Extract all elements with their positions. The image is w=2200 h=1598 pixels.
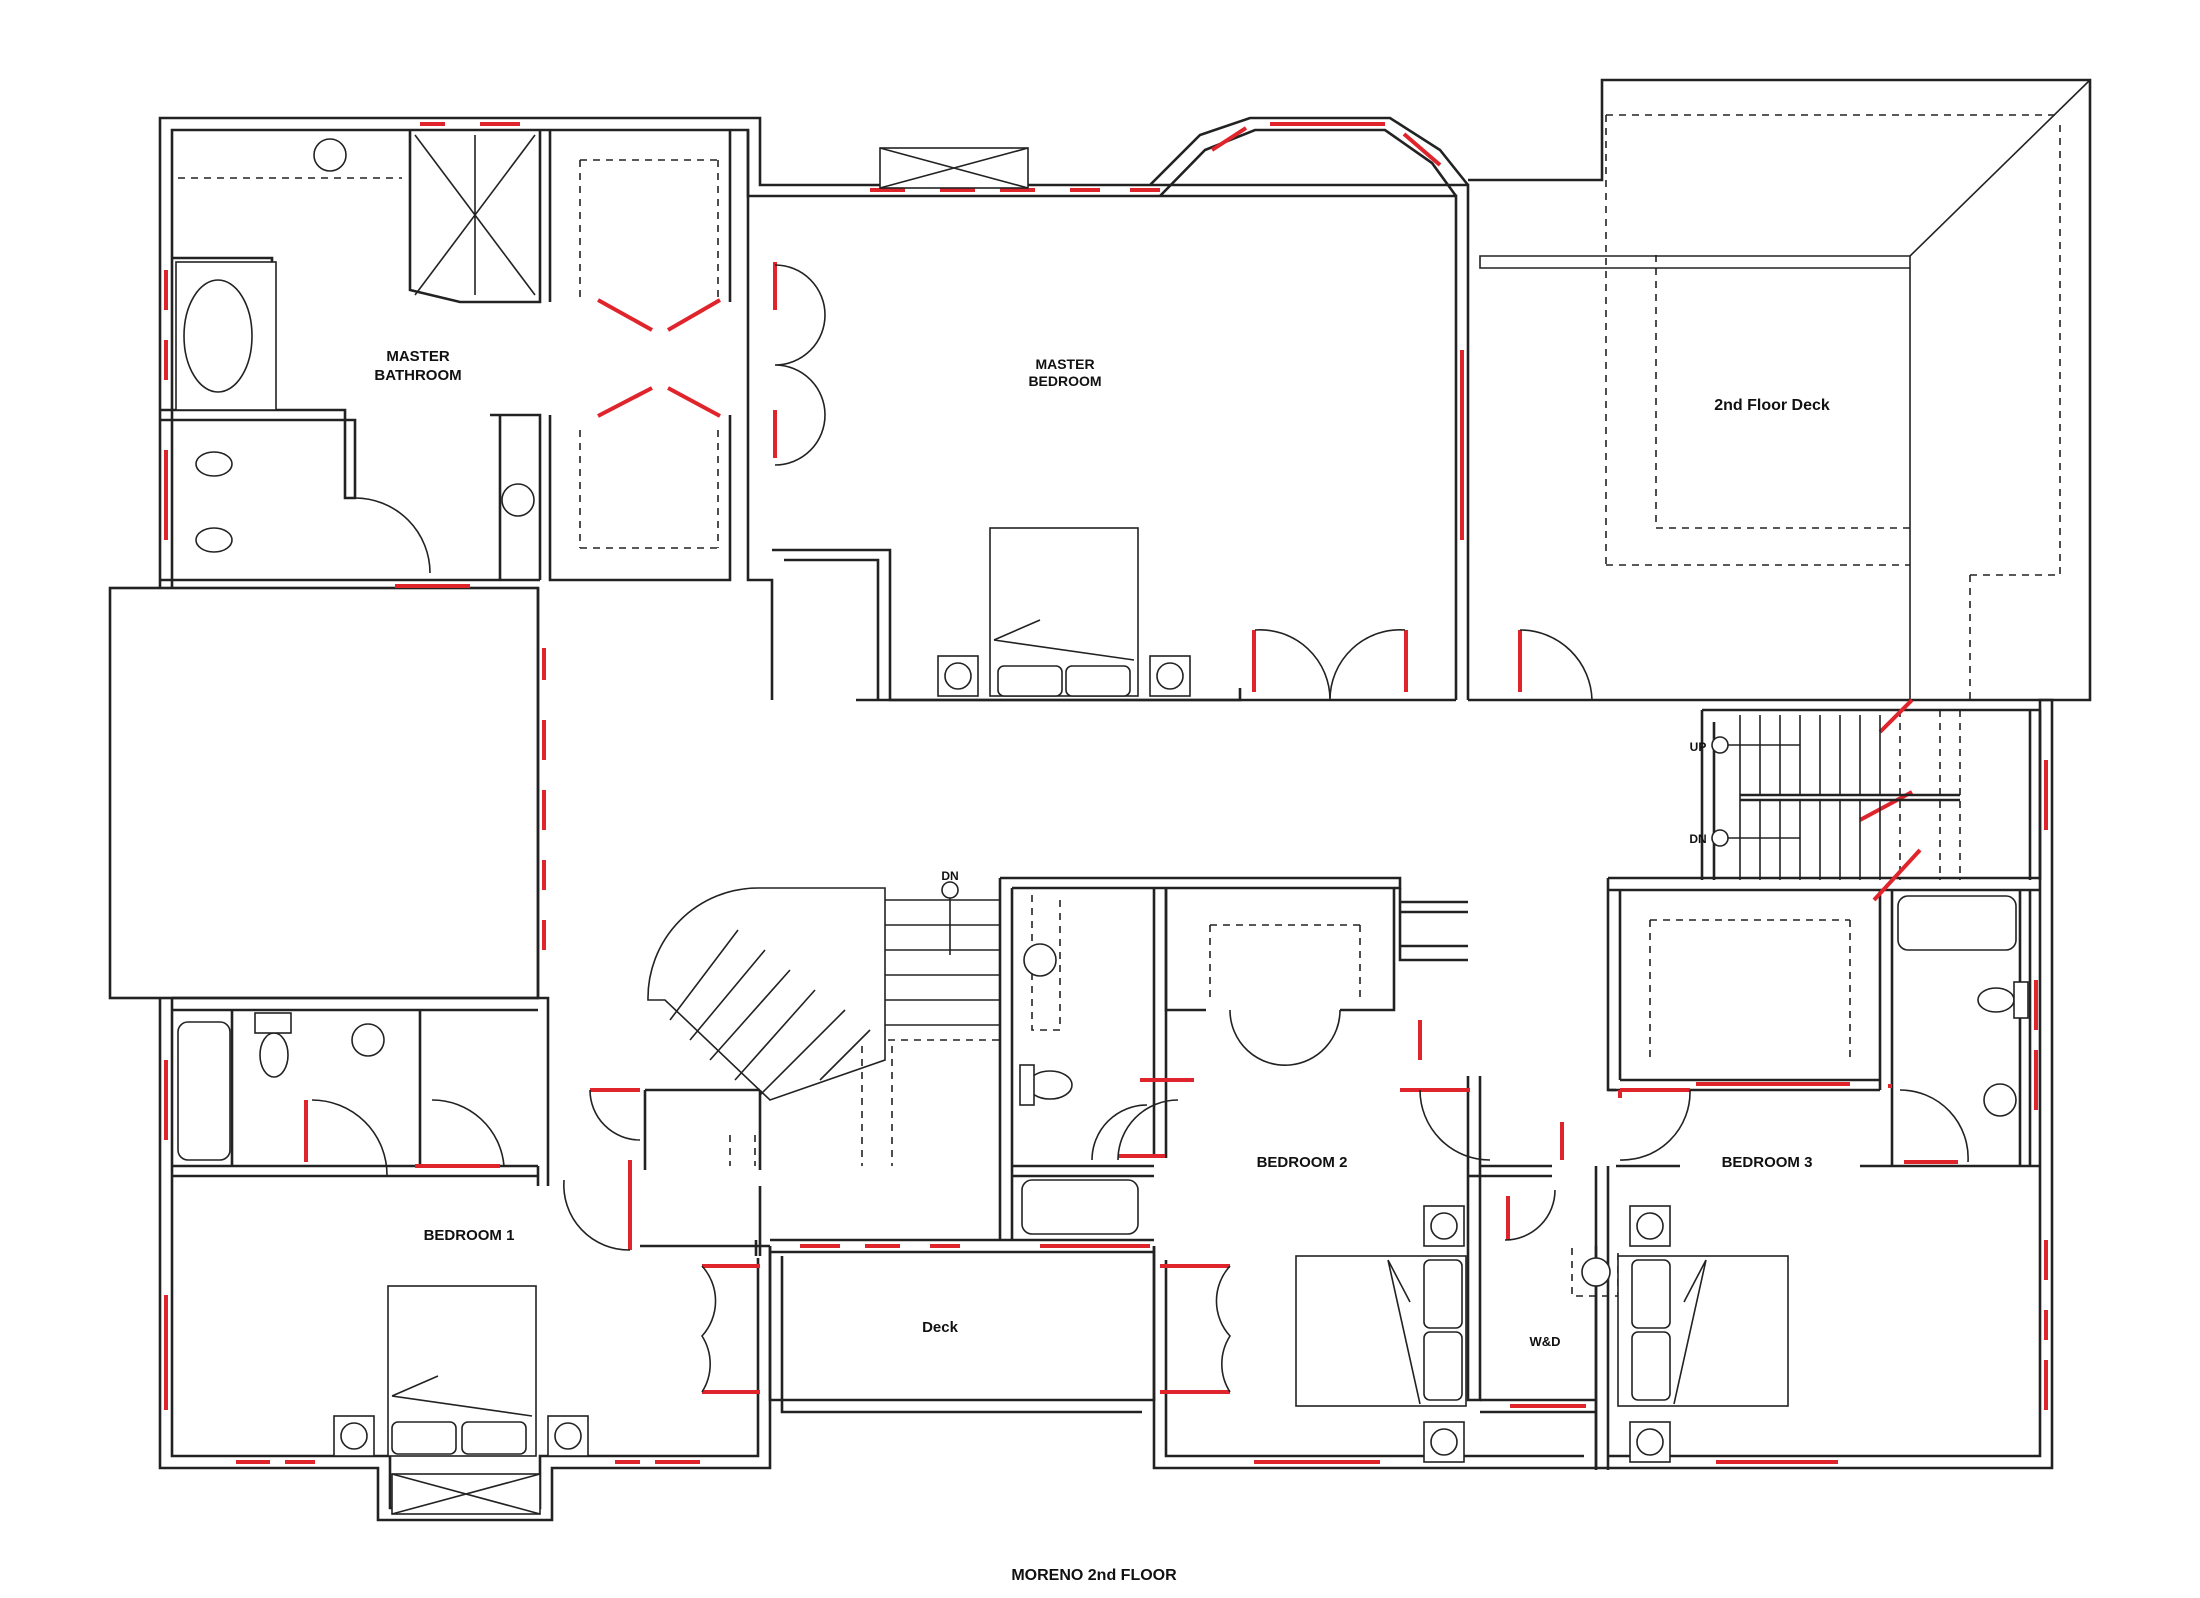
bedroom-1-bathtub — [177, 1021, 231, 1161]
plan-title: MORENO 2nd FLOOR — [1011, 1567, 1177, 1584]
stair-label-main-down: DN — [941, 869, 958, 883]
nightstand — [547, 1415, 589, 1457]
hall-bathtub — [1021, 1179, 1139, 1235]
nightstand — [1629, 1205, 1671, 1247]
nightstand — [1423, 1205, 1465, 1247]
master-sink-2 — [501, 483, 535, 517]
room-label-bedroom-2: BEDROOM 2 — [1257, 1154, 1348, 1171]
room-label-washer-dryer: W&D — [1529, 1334, 1560, 1349]
main-stair-curve — [647, 887, 886, 1101]
bedroom-3-sink — [1983, 1083, 2017, 1117]
interior-walls — [160, 130, 2042, 1470]
master-sink — [313, 138, 347, 172]
exterior-walls — [108, 78, 2092, 1522]
room-label-master-bedroom: MASTER — [1035, 356, 1094, 372]
nightstand — [1629, 1421, 1671, 1463]
bedroom-1-sink — [351, 1023, 385, 1057]
master-shower — [414, 134, 536, 296]
room-label-master-bedroom: BEDROOM — [1028, 373, 1101, 389]
room-labels: MASTER BATHROOM MASTER BEDROOM 2nd Floor… — [374, 348, 1830, 1584]
hall-bath-sink — [1023, 943, 1057, 977]
master-toilet-1 — [195, 451, 233, 477]
fixtures — [175, 134, 2029, 1515]
door-swings — [311, 264, 1969, 1393]
master-bathtub-basin — [183, 279, 253, 393]
windows — [164, 122, 2048, 1464]
nightstand — [1423, 1421, 1465, 1463]
stair-label-rear-up: UP — [1690, 740, 1707, 754]
room-label-bedroom-3: BEDROOM 3 — [1722, 1154, 1813, 1171]
stair-label-rear-down: DN — [1689, 832, 1706, 846]
dashed-outlines — [178, 114, 2061, 1297]
room-label-deck: Deck — [922, 1319, 959, 1336]
bedroom-3-bathtub — [1897, 895, 2017, 951]
washer-dryer — [1581, 1257, 1611, 1287]
nightstand — [937, 655, 979, 697]
room-label-2nd-floor-deck: 2nd Floor Deck — [1714, 397, 1830, 414]
open-to-below — [108, 586, 540, 1000]
bedroom-3-toilet — [1977, 987, 2015, 1013]
master-toilet-2 — [195, 527, 233, 553]
room-label-master-bathroom: BATHROOM — [374, 367, 461, 384]
room-label-master-bathroom: MASTER — [386, 348, 450, 365]
nightstand — [1149, 655, 1191, 697]
stairs — [647, 715, 1960, 1101]
bedroom-1-toilet — [259, 1032, 289, 1078]
nightstand — [333, 1415, 375, 1457]
room-label-bedroom-1: BEDROOM 1 — [424, 1227, 515, 1244]
